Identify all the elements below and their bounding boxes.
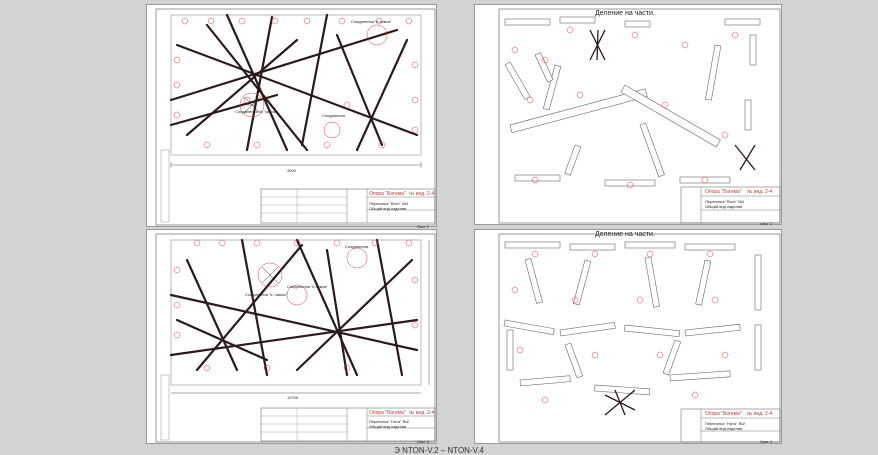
stamp-code: № инд. 2-4 bbox=[747, 411, 773, 417]
assembly-drawing-1 bbox=[155, 8, 436, 226]
drawing-sheet-3: Соединения "в "замок" Соединения "в замо… bbox=[146, 229, 437, 444]
stamp-code: № инд. 2-4 bbox=[409, 191, 435, 197]
assembly-drawing-3 bbox=[155, 233, 436, 443]
page-number: Лист 3 bbox=[417, 439, 430, 444]
stamp-title: Опора "Богема" bbox=[369, 410, 406, 416]
note-joint-2: Соединения "в замок" bbox=[351, 19, 392, 24]
page-number: Лист 2 bbox=[760, 221, 773, 226]
stamp-desc: Перегонка "Вогн" №1 bbox=[705, 199, 745, 204]
note-joint-3: Соединения bbox=[345, 244, 368, 249]
parts-drawing-2 bbox=[498, 8, 781, 224]
stamp-title: Опора "Богема" bbox=[705, 411, 742, 417]
page-number: Лист 1 bbox=[417, 224, 430, 229]
figure-caption: Э NTON-V.2 – NTON-V.4 bbox=[394, 446, 484, 455]
stamp-title: Опора "Богема" bbox=[369, 191, 406, 197]
parts-drawing-4 bbox=[498, 233, 781, 443]
stamp-code: № инд. 2-4 bbox=[747, 189, 773, 195]
stamp-code: № инд. 2-4 bbox=[409, 410, 435, 416]
dimension-label: 4000 bbox=[287, 168, 296, 173]
sheet-title: Деление на части. bbox=[595, 10, 655, 17]
drawing-sheet-1: Соединения "в "замок" Соединения "в замо… bbox=[146, 4, 437, 229]
stamp-title: Опора "Богема" bbox=[705, 189, 742, 195]
stamp-desc: Перегонка "Вогн" №1 bbox=[369, 201, 409, 206]
note-joint-2: Соединения "в замок" bbox=[287, 284, 328, 289]
dimension-label: 10700 bbox=[287, 395, 299, 400]
note-joint-1: Соединения "в "замок" bbox=[245, 292, 288, 297]
stamp-sub: Общий вид изделия bbox=[369, 424, 407, 429]
stamp-sub: Общий вид изделия bbox=[705, 204, 743, 209]
stamp-sub: Общий вид изделия bbox=[369, 206, 407, 211]
sheet-title: Деление на части. bbox=[595, 231, 655, 238]
note-joint-1: Соединения "в "замок" bbox=[235, 109, 278, 114]
drawing-sheet-4: Деление на части. Опора "Богема" № инд. … bbox=[474, 229, 782, 444]
stamp-desc: Перегонка "Нота" №2 bbox=[369, 419, 410, 424]
drawing-sheet-2: Деление на части. Опора "Богема" № инд. … bbox=[474, 4, 782, 226]
note-joint-3: Соединения bbox=[322, 113, 345, 118]
page-number: Лист 4 bbox=[760, 439, 773, 444]
stamp-sub: Общий вид изделия bbox=[705, 426, 743, 431]
stamp-desc: Перегонка "Нота" №2 bbox=[705, 421, 746, 426]
